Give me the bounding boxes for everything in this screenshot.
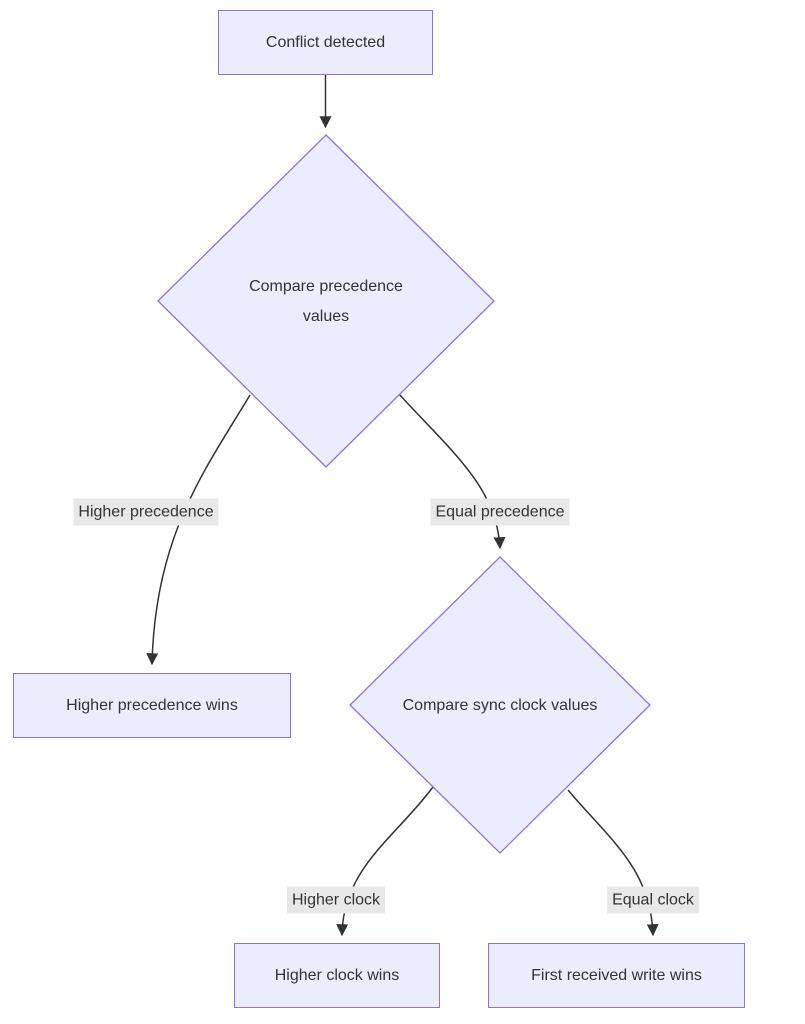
edge-label-equal-clock: Equal clock (607, 886, 699, 914)
node-conflict-detected: Conflict detected (218, 10, 433, 75)
node-compare-precedence-label-line1: Compare precedence (249, 278, 403, 295)
edge-label-higher-precedence: Higher precedence (73, 498, 219, 526)
node-first-received-write-wins-label: First received write wins (531, 966, 702, 984)
node-compare-precedence-label: Compare precedence values (249, 272, 403, 332)
node-higher-clock-wins-label: Higher clock wins (274, 966, 400, 984)
node-compare-precedence-label-line2: values (302, 308, 350, 325)
edge-compare-precedence-to-compare-sync-clock (398, 393, 506, 550)
node-conflict-detected-label: Conflict detected (265, 33, 386, 51)
edge-label-equal-precedence: Equal precedence (430, 498, 570, 526)
node-compare-sync-clock-label: Compare sync clock values (402, 697, 598, 714)
edge-compare-precedence-to-higher-precedence-wins (146, 394, 251, 666)
node-higher-precedence-wins: Higher precedence wins (13, 673, 291, 738)
decision-diamond-compare-precedence (157, 134, 495, 468)
node-higher-precedence-wins-label: Higher precedence wins (66, 696, 238, 714)
edge-label-higher-clock: Higher clock (286, 886, 386, 914)
decision-diamond-compare-sync-clock (349, 556, 651, 854)
node-higher-clock-wins: Higher clock wins (234, 943, 440, 1008)
node-first-received-write-wins: First received write wins (488, 943, 745, 1008)
